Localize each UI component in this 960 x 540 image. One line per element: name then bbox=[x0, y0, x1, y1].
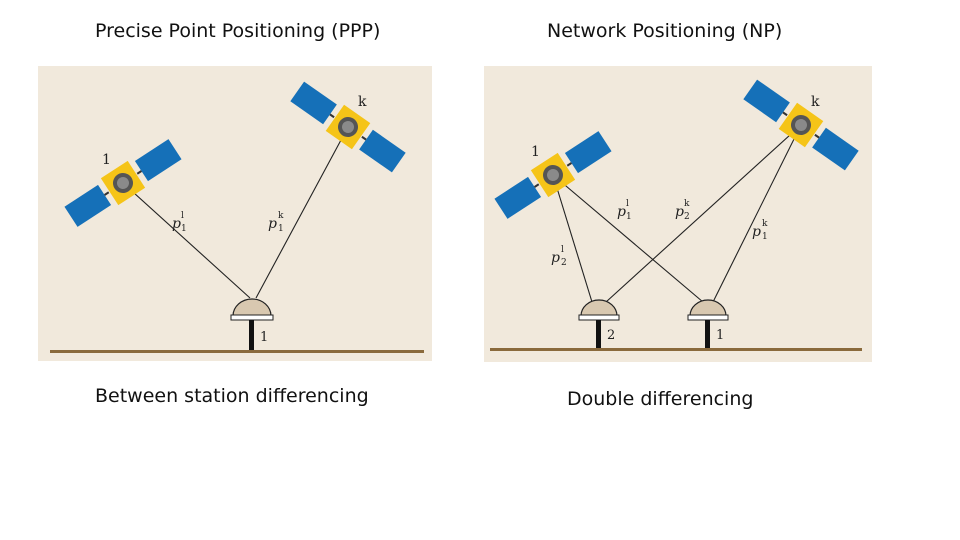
satellite-1-icon bbox=[64, 139, 182, 227]
ppp-diagram-svg: 1 k p l 1 p k 1 1 bbox=[38, 66, 432, 361]
caption-network-positioning: Network Positioning (NP) bbox=[547, 20, 783, 42]
signal-line-sat1-rx1 bbox=[552, 174, 704, 303]
signal-line-satk-rx1 bbox=[712, 124, 802, 303]
receiver-2-icon bbox=[578, 299, 620, 350]
svg-text:l: l bbox=[181, 211, 184, 221]
svg-text:k: k bbox=[762, 219, 768, 229]
range-label-p1-k: p k 1 bbox=[268, 211, 284, 234]
ppp-diagram: 1 k p l 1 p k 1 1 bbox=[38, 66, 432, 361]
ground-line bbox=[490, 348, 862, 351]
svg-text:2: 2 bbox=[561, 258, 567, 268]
satellite-1-label: 1 bbox=[531, 144, 540, 160]
svg-text:l: l bbox=[626, 199, 629, 209]
range-label-p2-1: p l 2 bbox=[551, 245, 567, 268]
np-diagram-svg: 1 k p l 1 p k 2 p k 1 p l 2 2 bbox=[484, 66, 872, 362]
svg-text:l: l bbox=[561, 245, 564, 255]
svg-text:2: 2 bbox=[684, 212, 690, 222]
receiver-1-icon bbox=[687, 299, 729, 350]
signal-line-sat1-rx1 bbox=[122, 182, 251, 299]
signal-line-satk-rx1 bbox=[255, 126, 349, 299]
svg-text:p: p bbox=[551, 250, 560, 266]
satellite-k-label: k bbox=[811, 94, 820, 110]
receiver-1-icon bbox=[230, 298, 274, 352]
svg-text:p: p bbox=[752, 224, 761, 240]
range-label-p2-k: p k 2 bbox=[675, 199, 690, 222]
caption-double-differencing: Double differencing bbox=[567, 388, 754, 410]
svg-text:k: k bbox=[684, 199, 690, 209]
signal-line-sat1-rx2 bbox=[552, 174, 593, 303]
satellite-1-icon bbox=[494, 131, 612, 219]
svg-text:p: p bbox=[268, 216, 277, 232]
svg-text:1: 1 bbox=[762, 232, 768, 242]
svg-text:p: p bbox=[172, 216, 181, 232]
ground-line bbox=[50, 350, 424, 353]
svg-text:k: k bbox=[278, 211, 284, 221]
satellite-k-label: k bbox=[358, 94, 367, 110]
receiver-1-label: 1 bbox=[716, 328, 724, 343]
svg-text:p: p bbox=[617, 204, 626, 220]
svg-text:1: 1 bbox=[626, 212, 632, 222]
range-label-p1-1: p l 1 bbox=[617, 199, 632, 222]
satellite-k-icon bbox=[743, 79, 859, 171]
np-diagram: 1 k p l 1 p k 2 p k 1 p l 2 2 bbox=[484, 66, 872, 362]
svg-text:p: p bbox=[675, 204, 684, 220]
range-label-p1-k: p k 1 bbox=[752, 219, 768, 242]
receiver-1-label: 1 bbox=[260, 330, 268, 345]
satellite-1-label: 1 bbox=[102, 152, 111, 168]
range-label-p1-1: p l 1 bbox=[172, 211, 187, 234]
caption-between-station-differencing: Between station differencing bbox=[95, 385, 369, 407]
caption-ppp: Precise Point Positioning (PPP) bbox=[95, 20, 381, 42]
satellite-k-icon bbox=[290, 81, 406, 173]
svg-text:1: 1 bbox=[181, 224, 187, 234]
receiver-2-label: 2 bbox=[607, 328, 615, 343]
svg-text:1: 1 bbox=[278, 224, 284, 234]
signal-line-satk-rx2 bbox=[605, 124, 802, 303]
